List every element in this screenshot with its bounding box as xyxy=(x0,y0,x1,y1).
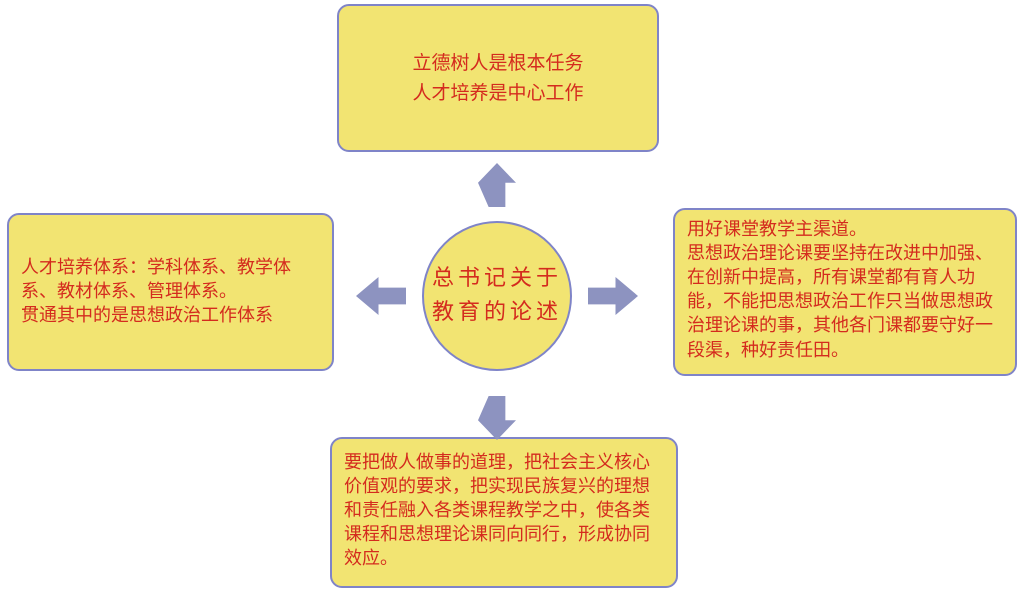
top-node-ledeshuren: 立德树人是根本任务 人才培养是中心工作 xyxy=(337,4,659,152)
right-node-text: 用好课堂教学主渠道。 思想政治理论课要坚持在改进中加强、在创新中提高，所有课堂都… xyxy=(687,219,993,361)
arrow-down-icon xyxy=(478,396,516,440)
left-node-text: 人才培养体系：学科体系、教学体系、教材体系、管理体系。 贯通其中的是思想政治工作… xyxy=(21,256,291,327)
center-node-circle: 总书记关于 教育的论述 xyxy=(422,221,572,371)
center-node-text: 总书记关于 教育的论述 xyxy=(431,265,562,325)
bottom-node-course-synergy: 要把做人做事的道理，把社会主义核心价值观的要求，把实现民族复兴的理想和责任融入各… xyxy=(330,437,678,588)
arrow-left-icon xyxy=(356,277,406,315)
arrow-up-icon xyxy=(478,163,516,207)
right-node-classroom-channel: 用好课堂教学主渠道。 思想政治理论课要坚持在改进中加强、在创新中提高，所有课堂都… xyxy=(673,208,1017,376)
bottom-node-text: 要把做人做事的道理，把社会主义核心价值观的要求，把实现民族复兴的理想和责任融入各… xyxy=(344,452,650,570)
arrow-right-icon xyxy=(588,277,638,315)
top-node-text: 立德树人是根本任务 人才培养是中心工作 xyxy=(412,51,584,104)
left-node-talent-system: 人才培养体系：学科体系、教学体系、教材体系、管理体系。 贯通其中的是思想政治工作… xyxy=(7,213,334,371)
